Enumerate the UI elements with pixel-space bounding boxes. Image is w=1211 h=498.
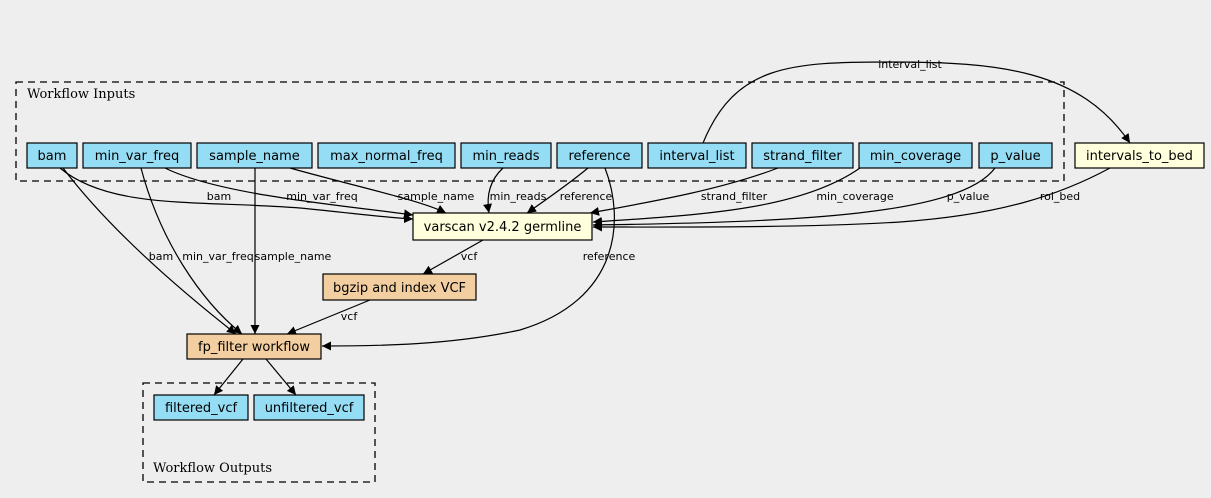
edge-label-reference-varscan: reference xyxy=(560,190,613,203)
edge-roi-bed-to-varscan xyxy=(592,167,1111,232)
edge-label-p-value-varscan: p_value xyxy=(947,190,990,203)
edge-label-sample-name-varscan: sample_name xyxy=(398,190,475,203)
edges: interval_list bam min_var_freq sample_na… xyxy=(59,58,1131,396)
edge-interval-list-to-bed xyxy=(702,61,1131,144)
edge-label-min-var-freq-fp: min_var_freq xyxy=(182,250,253,263)
step-node-intervals-to-bed[interactable]: intervals_to_bed xyxy=(1074,142,1205,169)
input-node-strand-filter[interactable]: strand_filter xyxy=(751,142,854,169)
svg-text:varscan v2.4.2 germline: varscan v2.4.2 germline xyxy=(424,220,582,235)
edge-label-bam-fp: bam xyxy=(149,250,173,263)
step-node-bgzip[interactable]: bgzip and index VCF xyxy=(322,273,477,301)
edge-label-reference-fp: reference xyxy=(583,250,636,263)
input-node-min-var-freq[interactable]: min_var_freq xyxy=(82,142,192,169)
edge-min-var-freq-to-varscan xyxy=(164,167,414,219)
edge-fp-filter-to-unfiltered-vcf xyxy=(265,358,297,396)
svg-text:strand_filter: strand_filter xyxy=(763,149,842,164)
edge-label-roi-bed: roi_bed xyxy=(1040,190,1080,203)
workflow-inputs-cluster: Workflow Inputs xyxy=(15,81,1065,182)
edge-reference-to-fp-filter xyxy=(321,167,615,351)
edge-label-min-reads-varscan: min_reads xyxy=(490,190,547,203)
output-node-filtered-vcf[interactable]: filtered_vcf xyxy=(153,394,249,421)
edge-min-var-freq-to-fp-filter xyxy=(140,167,243,335)
svg-text:bgzip and index VCF: bgzip and index VCF xyxy=(333,281,466,296)
edge-label-strand-filter-varscan: strand_filter xyxy=(701,190,768,203)
svg-text:filtered_vcf: filtered_vcf xyxy=(165,401,238,416)
workflow-inputs-label: Workflow Inputs xyxy=(27,87,135,102)
svg-text:reference: reference xyxy=(568,149,630,164)
input-nodes: bam min_var_freq sample_name max_normal_… xyxy=(26,142,1053,169)
svg-text:min_var_freq: min_var_freq xyxy=(95,149,179,164)
edge-bam-to-varscan xyxy=(59,167,414,224)
edge-label-sample-name-fp: sample_name xyxy=(255,250,332,263)
edge-reference-to-varscan xyxy=(526,167,589,214)
edge-label-min-coverage-varscan: min_coverage xyxy=(816,190,894,203)
svg-text:max_normal_freq: max_normal_freq xyxy=(330,149,443,164)
svg-text:min_coverage: min_coverage xyxy=(870,149,961,164)
input-node-max-normal-freq[interactable]: max_normal_freq xyxy=(317,142,456,169)
edge-label-interval-list: interval_list xyxy=(878,58,942,71)
svg-text:unfiltered_vcf: unfiltered_vcf xyxy=(265,401,354,416)
edge-p-value-to-varscan xyxy=(592,167,996,230)
input-node-min-coverage[interactable]: min_coverage xyxy=(858,142,973,169)
edge-sample-name-to-varscan xyxy=(289,167,447,214)
svg-text:bam: bam xyxy=(38,149,67,164)
workflow-outputs-cluster: Workflow Outputs xyxy=(142,382,376,483)
edge-min-coverage-to-varscan xyxy=(592,167,861,226)
svg-text:intervals_to_bed: intervals_to_bed xyxy=(1086,149,1193,164)
step-node-varscan[interactable]: varscan v2.4.2 germline xyxy=(412,212,593,241)
edge-label-min-var-freq-varscan: min_var_freq xyxy=(286,190,357,203)
edge-min-reads-to-varscan xyxy=(483,167,504,214)
svg-text:sample_name: sample_name xyxy=(209,149,300,164)
edge-fp-filter-to-filtered-vcf xyxy=(213,358,244,396)
svg-text:interval_list: interval_list xyxy=(659,149,734,164)
input-node-sample-name[interactable]: sample_name xyxy=(196,142,313,169)
edge-strand-filter-to-varscan xyxy=(589,167,779,216)
edge-label-vcf-fp: vcf xyxy=(341,310,359,323)
svg-text:min_reads: min_reads xyxy=(472,149,539,164)
step-node-fp-filter[interactable]: fp_filter workflow xyxy=(186,333,322,360)
edge-label-vcf-bgzip: vcf xyxy=(461,250,479,263)
svg-text:p_value: p_value xyxy=(990,149,1040,164)
edge-label-bam-varscan: bam xyxy=(207,190,231,203)
input-node-min-reads[interactable]: min_reads xyxy=(460,142,552,169)
workflow-outputs-label: Workflow Outputs xyxy=(153,461,272,476)
edge-bam-to-fp-filter xyxy=(62,167,237,335)
input-node-bam[interactable]: bam xyxy=(26,142,78,169)
input-node-interval-list[interactable]: interval_list xyxy=(647,142,747,169)
edge-varscan-to-bgzip xyxy=(422,239,484,275)
svg-text:fp_filter workflow: fp_filter workflow xyxy=(198,340,310,355)
input-node-reference[interactable]: reference xyxy=(556,142,643,169)
output-node-unfiltered-vcf[interactable]: unfiltered_vcf xyxy=(253,394,365,421)
edge-bgzip-to-fp-filter xyxy=(286,299,371,335)
input-node-p-value[interactable]: p_value xyxy=(978,142,1053,169)
